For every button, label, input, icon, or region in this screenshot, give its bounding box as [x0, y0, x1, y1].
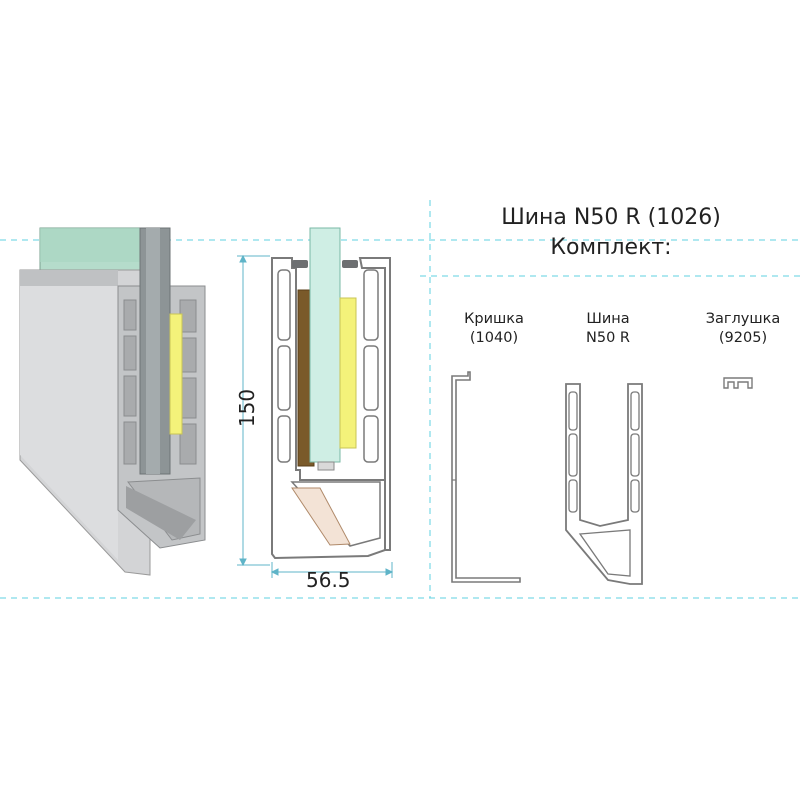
kit-item-endcap-label: Заглушка (9205)	[690, 310, 796, 348]
kit-item-cover-code: (1040)	[469, 330, 519, 346]
height-dimension-label: 150	[235, 388, 260, 428]
title-line2: Комплект:	[550, 235, 672, 260]
kit-item-cover-label: Кришка (1040)	[446, 310, 542, 348]
kit-item-rail-code: N50 R	[586, 330, 630, 346]
rail-part	[565, 383, 643, 585]
dimension-lines	[237, 254, 394, 578]
cover-part	[451, 371, 521, 583]
kit-item-cover-name: Кришка	[464, 311, 524, 327]
profile-cross-section	[271, 227, 391, 560]
profile-outer-right	[358, 257, 391, 551]
gasket-yellow	[169, 313, 183, 435]
width-dimension-label: 56.5	[306, 568, 351, 592]
kit-item-endcap-code: (9205)	[718, 330, 768, 346]
profile-3d-illustration	[19, 227, 206, 576]
gasket-section	[339, 297, 357, 449]
kit-item-rail-name: Шина	[586, 311, 630, 327]
kit-item-endcap-name: Заглушка	[705, 311, 781, 327]
end-cap-part	[723, 377, 753, 389]
kit-item-rail-label: Шина N50 R	[560, 310, 656, 348]
glass-section	[309, 227, 341, 463]
title-line1: Шина N50 R (1026)	[501, 205, 721, 230]
